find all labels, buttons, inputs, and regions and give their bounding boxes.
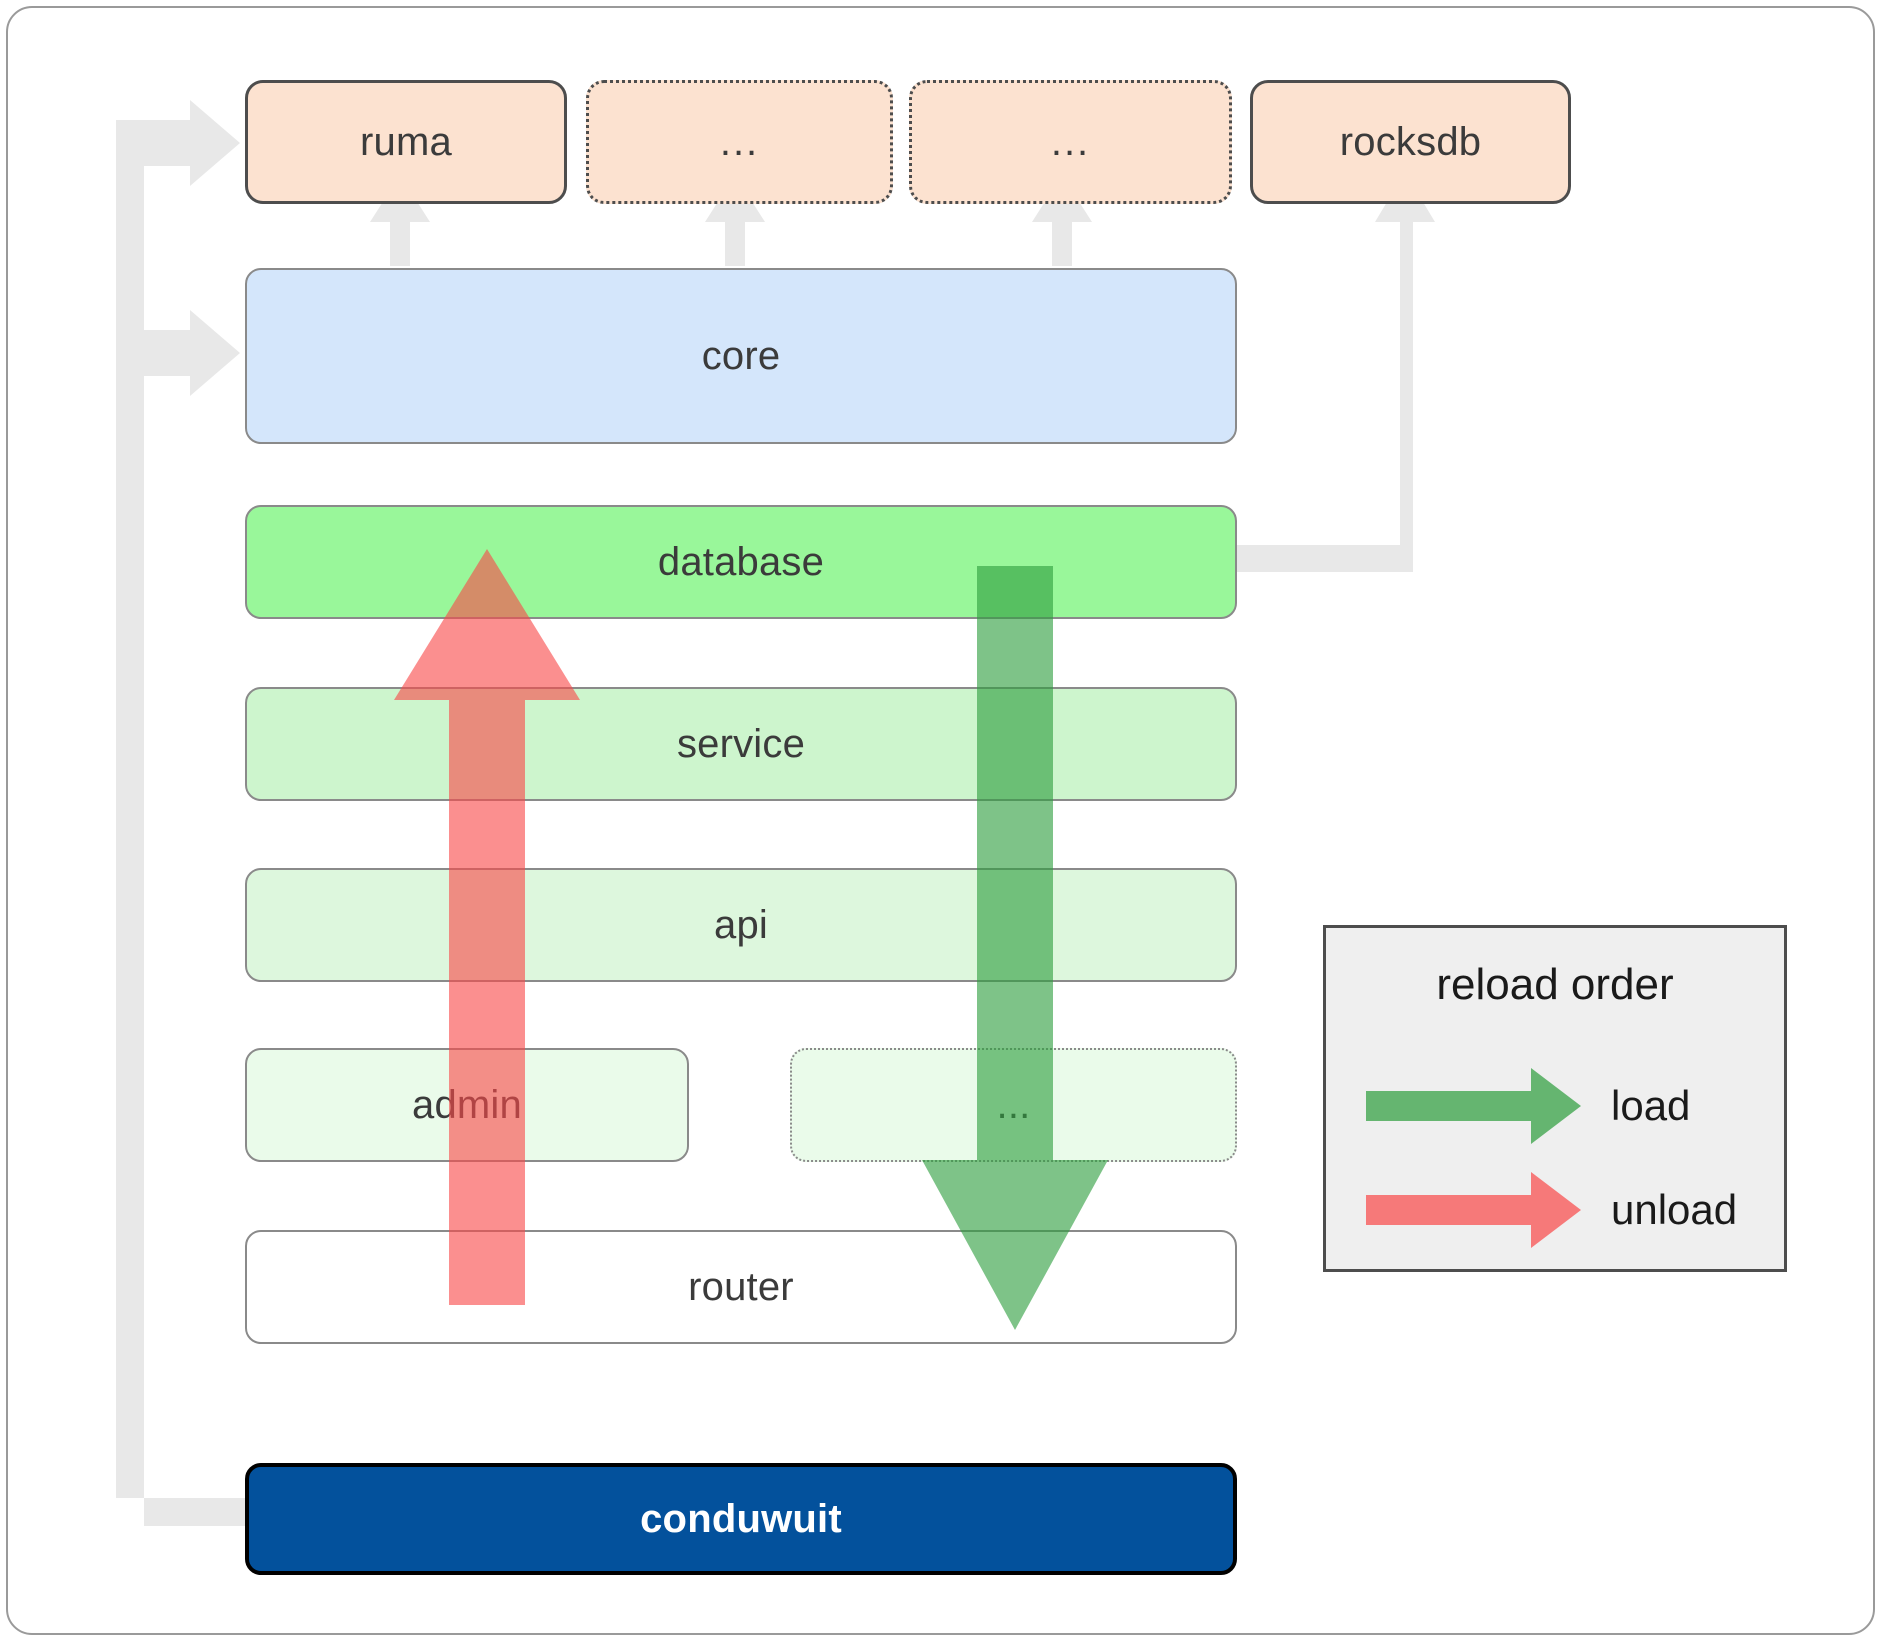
layer-box-dots[interactable]: ...	[790, 1048, 1237, 1162]
unload-arrow-icon	[1366, 1172, 1581, 1248]
legend-row-load: load	[1326, 1066, 1784, 1146]
layer-box-core[interactable]: core	[245, 268, 1237, 444]
root-label-conduwuit: conduwuit	[640, 1497, 842, 1541]
root-box-conduwuit[interactable]: conduwuit	[245, 1463, 1237, 1575]
dependency-label-dots-2: ...	[1050, 120, 1091, 164]
legend-label-load: load	[1611, 1082, 1691, 1129]
layer-label-database: database	[657, 540, 825, 584]
layer-label-admin: admin	[412, 1083, 522, 1127]
dependency-label-dots-1: ...	[719, 120, 760, 164]
diagram-frame	[6, 6, 1875, 1635]
dependency-box-dots-2[interactable]: ...	[909, 80, 1232, 204]
dependency-label-rocksdb: rocksdb	[1339, 120, 1482, 164]
dependency-box-rocksdb[interactable]: rocksdb	[1250, 80, 1571, 204]
dependency-box-dots-1[interactable]: ...	[586, 80, 893, 204]
layer-label-router: router	[688, 1265, 794, 1309]
legend-label-unload: unload	[1611, 1186, 1738, 1233]
legend-row-unload: unload	[1326, 1170, 1784, 1250]
layer-box-service[interactable]: service	[245, 687, 1237, 801]
layer-label-dots: ...	[996, 1083, 1031, 1127]
layer-label-api: api	[714, 903, 768, 947]
dependency-label-ruma: ruma	[360, 120, 452, 164]
legend-title: reload order	[1436, 960, 1674, 1009]
layer-label-service: service	[676, 722, 806, 766]
layer-box-router[interactable]: router	[245, 1230, 1237, 1344]
layer-box-database[interactable]: database	[245, 505, 1237, 619]
dependency-box-ruma[interactable]: ruma	[245, 80, 567, 204]
layer-box-admin[interactable]: admin	[245, 1048, 689, 1162]
layer-label-core: core	[701, 334, 781, 378]
load-arrow-icon	[1366, 1068, 1581, 1144]
legend-panel: reload order load unload	[1323, 925, 1787, 1272]
layer-box-api[interactable]: api	[245, 868, 1237, 982]
